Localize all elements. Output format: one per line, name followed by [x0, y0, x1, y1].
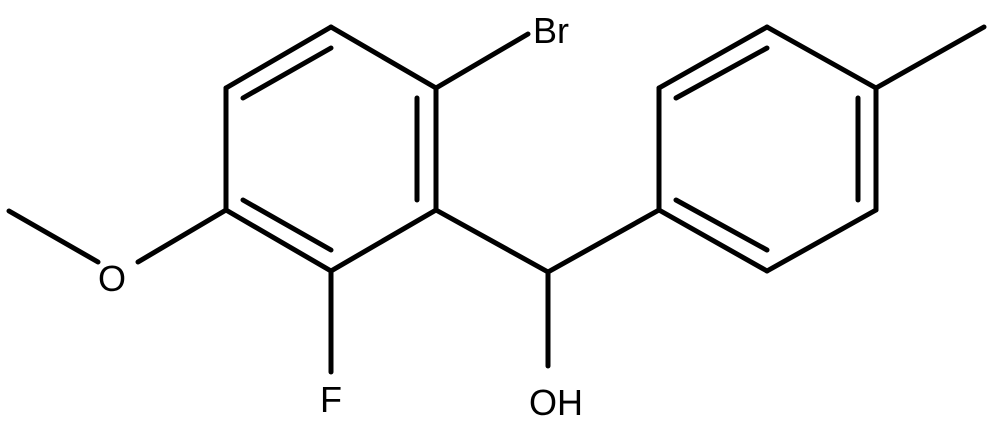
double-bond-inner [673, 197, 770, 253]
ring-to-carbinol-bond [433, 207, 551, 275]
bond [328, 207, 439, 274]
fluorine-label: F [320, 379, 342, 420]
bond [223, 24, 334, 91]
methoxy-o-methyl-bond [6, 208, 101, 265]
carbinol-to-ring-bond [545, 207, 662, 275]
hydroxyl-label: OH [529, 382, 583, 423]
double-bond-inner [240, 45, 334, 101]
double-bond-inner [673, 45, 770, 101]
bond [764, 207, 879, 274]
double-bond-inner [240, 197, 334, 253]
methyl-bond [873, 24, 987, 91]
right-ring [656, 24, 879, 274]
bond [656, 207, 770, 274]
methoxy-oxygen-label: O [98, 258, 126, 299]
methoxy-o-ring-bond [135, 207, 229, 265]
substituent-bonds [6, 24, 987, 375]
bromine-bond [433, 31, 531, 91]
bond [223, 207, 334, 274]
bromine-label: Br [533, 10, 569, 51]
left-ring [223, 24, 439, 274]
bond [328, 24, 439, 91]
bond [656, 24, 770, 91]
bond [764, 24, 879, 91]
atom-labels: Br F O OH [98, 10, 583, 423]
